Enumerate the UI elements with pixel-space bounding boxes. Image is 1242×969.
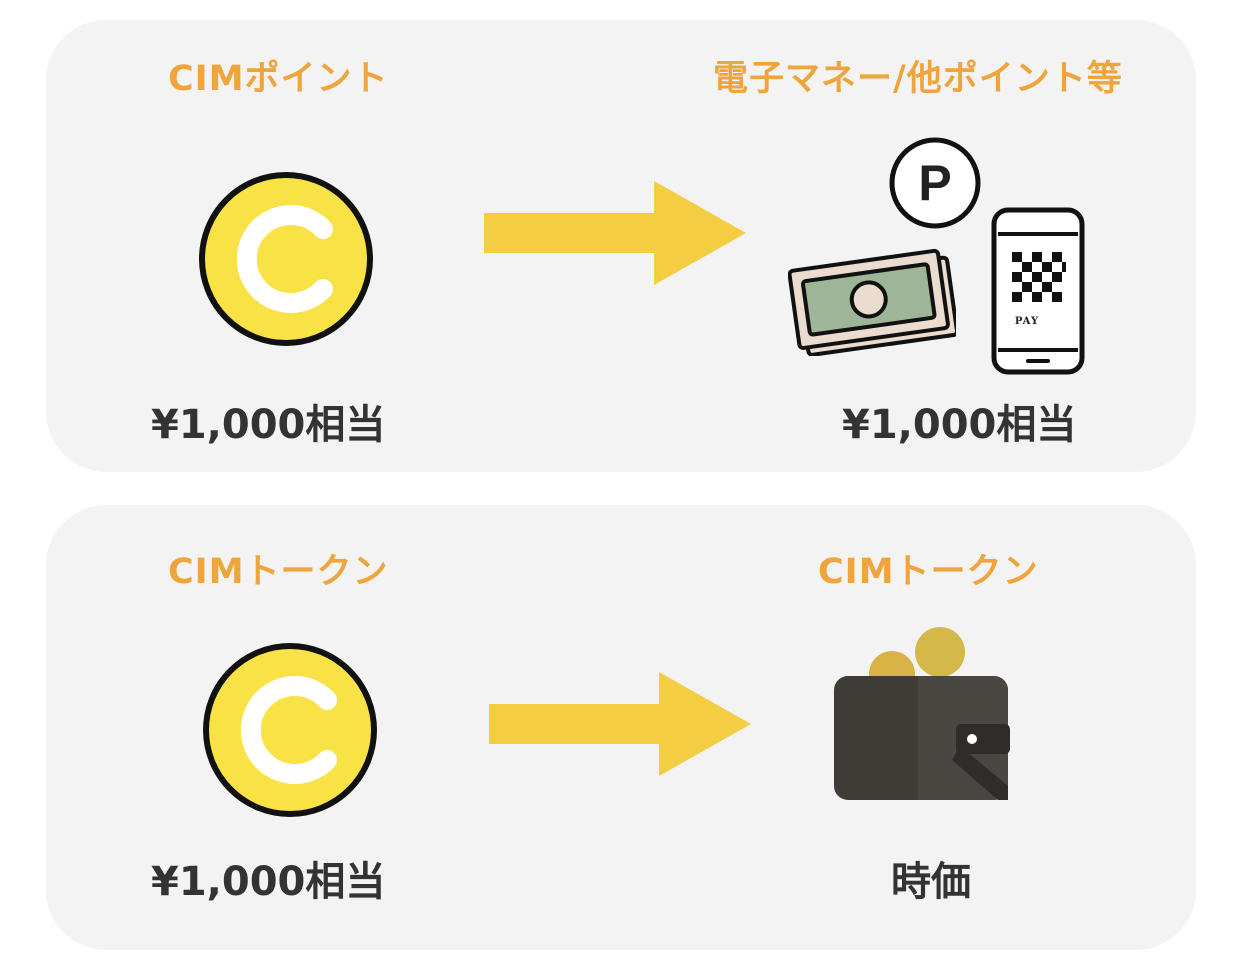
destination-title: CIMトークン <box>818 552 1039 592</box>
source-value: ¥1,000相当 <box>151 859 386 905</box>
svg-text:PAY: PAY <box>1015 316 1039 327</box>
destination-value: 時価 <box>891 859 971 905</box>
source-value: ¥1,000相当 <box>151 402 386 448</box>
banknotes-icon <box>788 246 956 356</box>
point-coin-icon: P <box>888 136 982 230</box>
svg-text:P: P <box>918 155 951 211</box>
right-arrow-icon <box>489 672 751 776</box>
destination-value: ¥1,000相当 <box>842 402 1077 448</box>
smartphone-pay-icon: PAY <box>990 206 1086 376</box>
source-title: CIMトークン <box>168 552 389 592</box>
source-title: CIMポイント <box>168 59 389 99</box>
cim-coin-icon <box>198 171 374 347</box>
destination-title: 電子マネー/他ポイント等 <box>713 59 1123 99</box>
cim-coin-icon <box>202 642 378 818</box>
right-arrow-icon <box>484 181 746 285</box>
wallet-icon <box>830 620 1014 804</box>
